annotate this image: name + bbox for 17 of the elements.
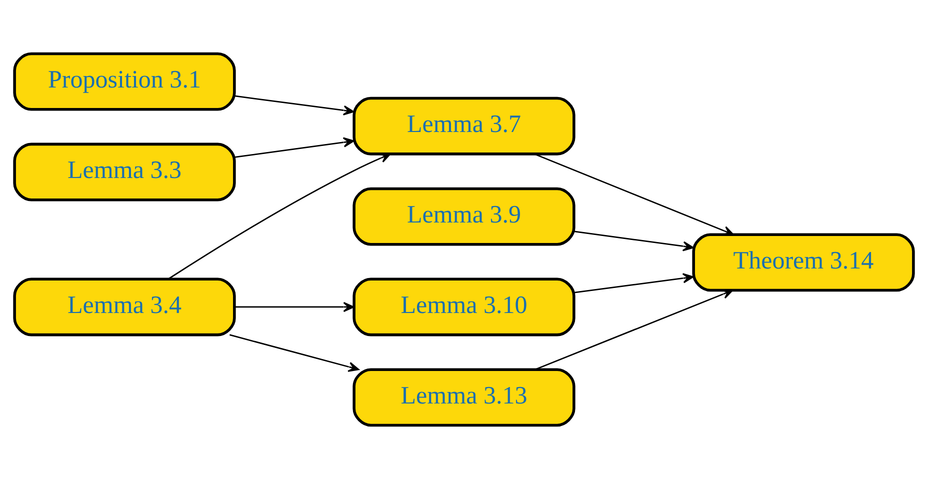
arrow	[234, 94, 354, 115]
node-box: Lemma 3.3	[12, 142, 236, 201]
node-box: Lemma 3.9	[352, 186, 575, 246]
node-box: Lemma 3.13	[352, 368, 575, 426]
arrow	[234, 301, 354, 312]
arrow	[228, 334, 359, 372]
arrow	[234, 136, 354, 158]
arrow	[167, 152, 390, 280]
node-box: Lemma 3.4	[12, 277, 236, 336]
arrow	[574, 230, 694, 251]
node-box: Lemma 3.10	[352, 277, 575, 336]
node-box: Proposition 3.1	[12, 52, 236, 110]
node-box: Theorem 3.14	[692, 232, 914, 292]
arrow	[534, 288, 733, 370]
arrow	[574, 272, 694, 293]
arrow	[534, 152, 734, 236]
node-box: Lemma 3.7	[352, 96, 575, 155]
